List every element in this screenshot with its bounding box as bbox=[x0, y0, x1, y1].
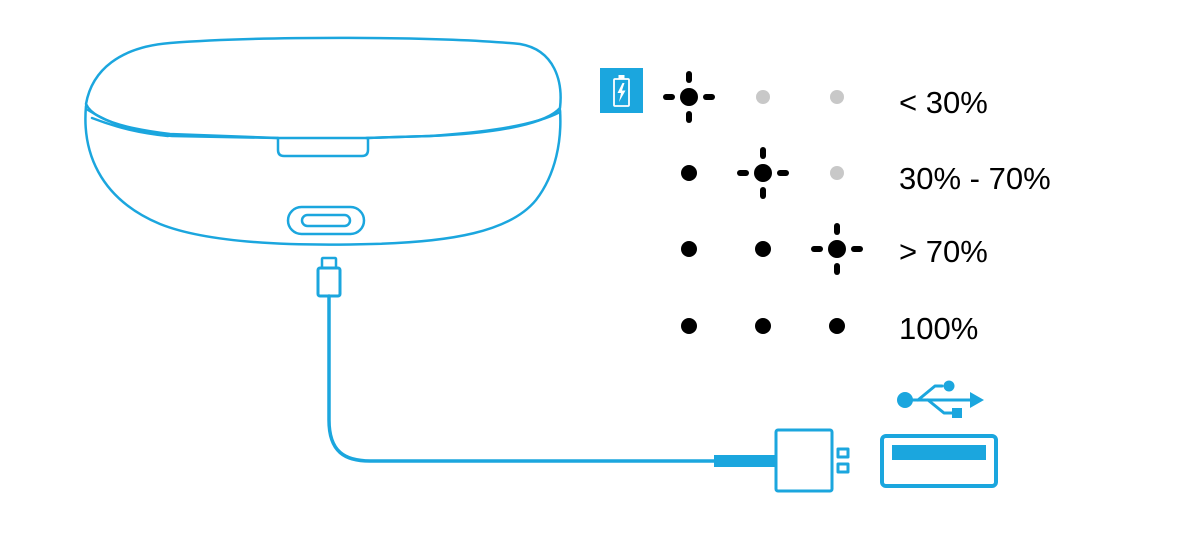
usb-a-contact-top bbox=[836, 447, 850, 459]
led-on-dot bbox=[681, 241, 697, 257]
case-latch bbox=[276, 136, 370, 158]
case-seam-inner bbox=[90, 116, 170, 138]
level-label-2: 30% - 70% bbox=[899, 161, 1051, 196]
led-on-dot bbox=[681, 165, 697, 181]
usb-a-port-tongue bbox=[892, 445, 986, 460]
led-indicator-grid bbox=[663, 71, 863, 334]
cable-line bbox=[327, 294, 717, 463]
usb-a-plug-body bbox=[774, 428, 834, 493]
led-on-dot bbox=[755, 241, 771, 257]
led-off-dot bbox=[756, 90, 770, 104]
usb-c-plug-body bbox=[316, 266, 342, 298]
usb-icon bbox=[897, 380, 984, 418]
usb-cable bbox=[316, 256, 850, 493]
usb-c-port-outer bbox=[286, 205, 366, 236]
led-on-dot bbox=[755, 318, 771, 334]
usb-a-contact-bottom bbox=[836, 462, 850, 474]
led-blinking-icon bbox=[663, 71, 715, 123]
level-label-1: < 30% bbox=[899, 85, 988, 120]
battery-levels: < 30% 30% - 70% > 70% 100% bbox=[899, 85, 1051, 346]
led-off-dot bbox=[830, 90, 844, 104]
battery-charging-icon bbox=[600, 68, 643, 113]
level-label-3: > 70% bbox=[899, 234, 988, 269]
usb-a-port bbox=[880, 434, 998, 488]
led-on-dot bbox=[829, 318, 845, 334]
level-label-4: 100% bbox=[899, 311, 978, 346]
charging-case bbox=[84, 36, 562, 246]
usb-a-strain-relief bbox=[714, 455, 776, 467]
led-blinking-icon bbox=[737, 147, 789, 199]
led-blinking-icon bbox=[811, 223, 863, 275]
led-on-dot bbox=[681, 318, 697, 334]
usb-c-port-inner bbox=[300, 213, 352, 228]
usb-a-port-frame bbox=[880, 434, 998, 488]
case-lid bbox=[84, 36, 562, 140]
led-off-dot bbox=[830, 166, 844, 180]
case-body bbox=[84, 104, 562, 246]
